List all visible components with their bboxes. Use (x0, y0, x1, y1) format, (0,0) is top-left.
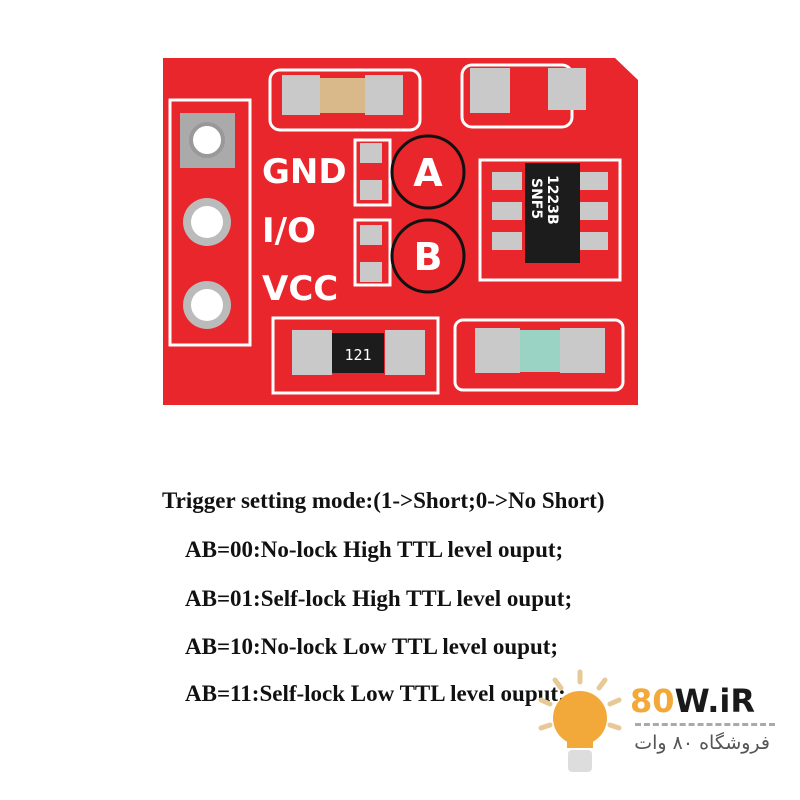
led (520, 330, 560, 372)
watermark-persian: فروشگاه ۸۰ وات (634, 732, 770, 754)
caption-title: Trigger setting mode:(1->Short;0->No Sho… (162, 488, 605, 513)
smd-pads (282, 68, 608, 375)
label-a: A (413, 151, 443, 195)
mode-line: AB=00:No-lock High TTL level ouput; (185, 537, 564, 562)
touch-ic-chip (525, 163, 580, 263)
header-pins (180, 113, 235, 329)
label-io: I/O (262, 211, 316, 251)
watermark-logo: 80W.iR فروشگاه ۸۰ وات (535, 668, 795, 788)
label-b: B (414, 235, 443, 279)
divider (635, 723, 775, 726)
brand-number: 80 (630, 682, 675, 720)
jumper-b-circle (390, 218, 466, 294)
mode-line: AB=10:No-lock Low TTL level ouput; (185, 634, 559, 659)
chip-marking: SNF5 (528, 178, 544, 219)
brand-suffix: W.iR (674, 682, 755, 720)
resistor (332, 333, 384, 373)
mode-line: AB=11:Self-lock Low TTL level ouput; (185, 681, 566, 706)
watermark-brand: 80W.iR (630, 682, 755, 720)
capacitor (320, 78, 365, 113)
mode-line: AB=01:Self-lock High TTL level ouput; (185, 586, 573, 611)
resistor-marking: 121 (344, 346, 371, 364)
label-gnd: GND (262, 152, 347, 192)
chip-marking: 1223B (544, 175, 560, 225)
jumper-a-circle (390, 134, 466, 210)
label-vcc: VCC (262, 269, 338, 309)
silkscreen-outlines (168, 63, 625, 395)
lightbulb-icon (538, 669, 622, 772)
